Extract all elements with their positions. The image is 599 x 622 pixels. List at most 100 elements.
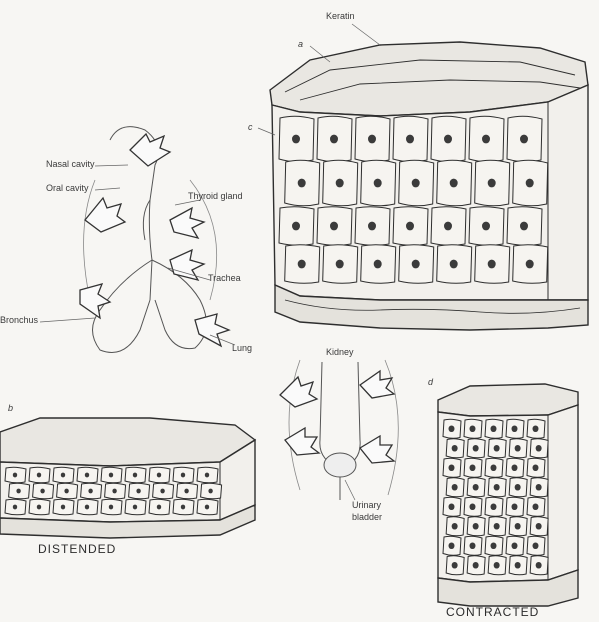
- cell-nucleus: [109, 505, 113, 510]
- cell-nucleus: [512, 503, 518, 510]
- cell-nucleus: [40, 489, 44, 494]
- cell-nucleus: [494, 523, 500, 530]
- cell-nucleus: [157, 505, 161, 510]
- cell-nucleus: [512, 542, 518, 549]
- label-bronchus: Bronchus: [0, 316, 38, 325]
- cell-nucleus: [536, 445, 542, 452]
- cell-nucleus: [473, 445, 479, 452]
- cell-nucleus: [205, 473, 209, 478]
- cell-nucleus: [470, 425, 476, 432]
- cell-nucleus: [406, 135, 414, 144]
- cell-nucleus: [298, 260, 306, 269]
- cell-nucleus: [450, 179, 458, 188]
- cell-nucleus: [181, 505, 185, 510]
- cell-nucleus: [473, 484, 479, 491]
- letter-d: d: [428, 378, 433, 387]
- cell-nucleus: [491, 503, 497, 510]
- cell-nucleus: [452, 562, 458, 569]
- cell-nucleus: [85, 505, 89, 510]
- cell-nucleus: [533, 542, 539, 549]
- cell-nucleus: [494, 484, 500, 491]
- cell-nucleus: [37, 473, 41, 478]
- cell-nucleus: [184, 489, 188, 494]
- cell-nucleus: [208, 489, 212, 494]
- cell-nucleus: [482, 135, 490, 144]
- cell-nucleus: [470, 503, 476, 510]
- cell-nucleus: [13, 505, 17, 510]
- cell-nucleus: [160, 489, 164, 494]
- cell-nucleus: [449, 464, 455, 471]
- cell-nucleus: [494, 562, 500, 569]
- label-thyroid-gland: Thyroid gland: [188, 192, 243, 201]
- cell-nucleus: [526, 260, 534, 269]
- cell-nucleus: [452, 445, 458, 452]
- cell-nucleus: [470, 464, 476, 471]
- cell-nucleus: [491, 542, 497, 549]
- cell-nucleus: [16, 489, 20, 494]
- cell-nucleus: [473, 523, 479, 530]
- letter-a: a: [298, 40, 303, 49]
- cell-nucleus: [526, 179, 534, 188]
- cell-nucleus: [488, 179, 496, 188]
- cell-nucleus: [488, 260, 496, 269]
- cell-nucleus: [515, 562, 521, 569]
- cell-nucleus: [494, 445, 500, 452]
- cell-nucleus: [133, 505, 137, 510]
- cell-nucleus: [336, 179, 344, 188]
- label-nasal-cavity: Nasal cavity: [46, 160, 95, 169]
- cell-nucleus: [157, 473, 161, 478]
- cell-nucleus: [491, 464, 497, 471]
- cell-nucleus: [449, 542, 455, 549]
- cell-nucleus: [482, 222, 490, 231]
- cell-nucleus: [88, 489, 92, 494]
- cell-nucleus: [61, 473, 65, 478]
- cell-nucleus: [136, 489, 140, 494]
- cell-nucleus: [374, 260, 382, 269]
- cell-nucleus: [368, 222, 376, 231]
- cell-nucleus: [374, 179, 382, 188]
- cell-nucleus: [412, 260, 420, 269]
- cell-nucleus: [533, 425, 539, 432]
- cell-nucleus: [368, 135, 376, 144]
- cell-nucleus: [515, 445, 521, 452]
- cell-nucleus: [449, 503, 455, 510]
- cell-nucleus: [452, 523, 458, 530]
- label-trachea: Trachea: [208, 274, 241, 283]
- cell-nucleus: [536, 562, 542, 569]
- cell-nucleus: [112, 489, 116, 494]
- cell-nucleus: [412, 179, 420, 188]
- cell-nucleus: [515, 523, 521, 530]
- cell-nucleus: [515, 484, 521, 491]
- cell-nucleus: [85, 473, 89, 478]
- letter-b: b: [8, 404, 13, 413]
- label-oral-cavity: Oral cavity: [46, 184, 89, 193]
- label-lung: Lung: [232, 344, 252, 353]
- cell-nucleus: [452, 484, 458, 491]
- cell-nucleus: [512, 425, 518, 432]
- letter-c-top: c: [248, 123, 253, 132]
- cell-nucleus: [533, 503, 539, 510]
- cell-nucleus: [298, 179, 306, 188]
- cell-nucleus: [13, 473, 17, 478]
- cell-nucleus: [181, 473, 185, 478]
- cell-nucleus: [330, 135, 338, 144]
- cell-nucleus: [133, 473, 137, 478]
- cell-nucleus: [292, 222, 300, 231]
- caption-contracted: CONTRACTED: [446, 606, 539, 618]
- caption-distended: DISTENDED: [38, 543, 116, 555]
- cell-nucleus: [533, 464, 539, 471]
- contracted-cells: [443, 419, 548, 575]
- distended-cells: [5, 467, 222, 515]
- cell-nucleus: [336, 260, 344, 269]
- cell-nucleus: [491, 425, 497, 432]
- cell-nucleus: [444, 135, 452, 144]
- cell-nucleus: [109, 473, 113, 478]
- cell-nucleus: [536, 523, 542, 530]
- cell-nucleus: [330, 222, 338, 231]
- cell-nucleus: [449, 425, 455, 432]
- cell-nucleus: [520, 135, 528, 144]
- cell-nucleus: [37, 505, 41, 510]
- label-urinary-bladder: Urinary bladder: [352, 500, 382, 523]
- cell-nucleus: [406, 222, 414, 231]
